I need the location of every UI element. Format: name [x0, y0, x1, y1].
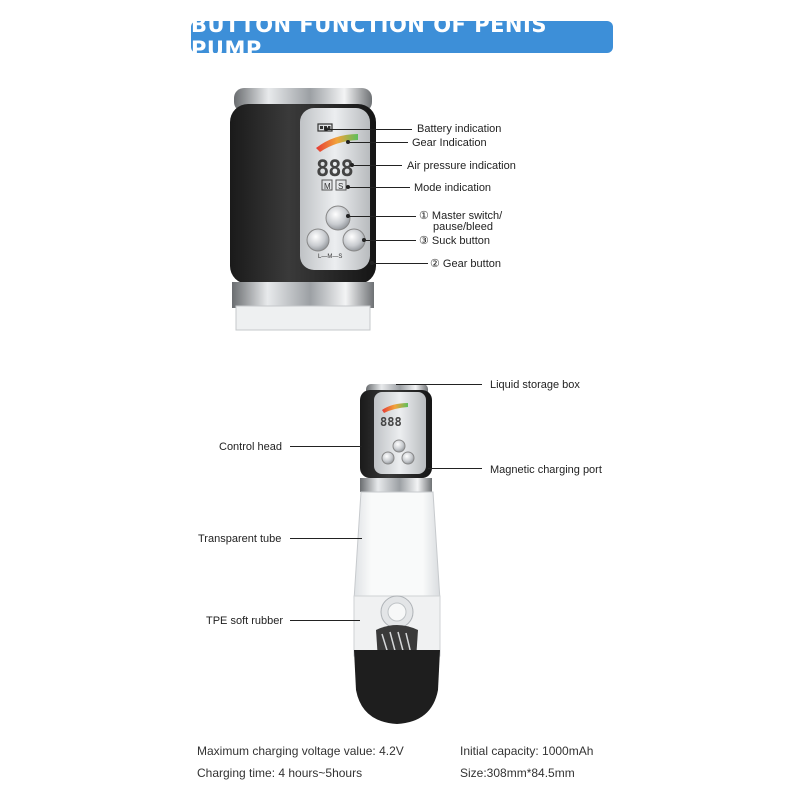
top-scale: L—M—S	[318, 254, 342, 260]
label-transparent-tube: Transparent tube	[198, 533, 282, 545]
top-device: 888 M S L—M—S	[230, 88, 376, 331]
bottom-device: 888	[353, 384, 441, 724]
label-suck-button: ③ Suck button	[419, 235, 491, 247]
top-mode-s: S	[338, 182, 343, 191]
top-mode-m: M	[324, 182, 331, 191]
spec-initial-capacity: Initial capacity: 1000mAh	[460, 744, 594, 758]
label-master-switch-1: ① Master switch/	[419, 210, 503, 222]
label-gear-button: ② Gear button	[430, 258, 502, 270]
spec-size: Size:308mm*84.5mm	[460, 766, 575, 780]
label-gear-indication: Gear Indication	[412, 137, 487, 149]
label-control-head: Control head	[219, 441, 282, 453]
label-master-switch-2: pause/bleed	[433, 221, 493, 233]
spec-max-voltage: Maximum charging voltage value: 4.2V	[197, 744, 404, 758]
label-tpe-soft-rubber: TPE soft rubber	[206, 615, 284, 627]
label-magnetic-charging-port: Magnetic charging port	[490, 464, 602, 476]
label-liquid-storage-box: Liquid storage box	[490, 379, 580, 391]
label-air-pressure: Air pressure indication	[407, 160, 516, 172]
label-battery-indication: Battery indication	[417, 123, 502, 135]
bottom-lcd-digits: 888	[380, 415, 402, 429]
top-lcd-digits: 888	[316, 157, 353, 182]
spec-charging-time: Charging time: 4 hours~5hours	[197, 766, 363, 780]
label-mode-indication: Mode indication	[414, 182, 492, 194]
